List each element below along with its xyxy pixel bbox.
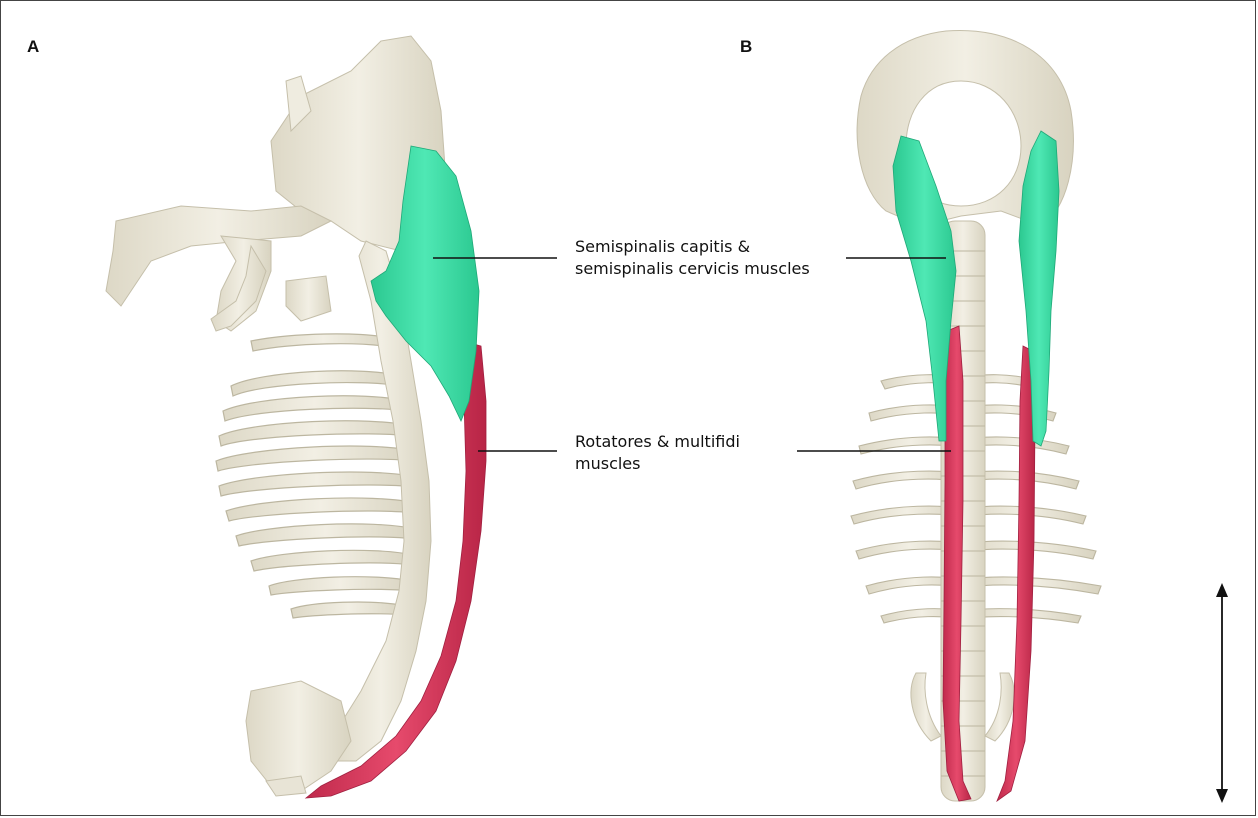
- pelvis-a: [246, 681, 351, 791]
- label-semispinalis-line1: Semispinalis capitis &: [575, 236, 810, 258]
- label-rotatores-multifidi: Rotatores & multifidi muscles: [575, 431, 740, 475]
- panel-label-b: B: [740, 37, 752, 57]
- label-rotatores-line2: muscles: [575, 453, 740, 475]
- scale-bar-double-arrow-icon: [1216, 583, 1228, 803]
- label-rotatores-line1: Rotatores & multifidi: [575, 431, 740, 453]
- leader-lines: [433, 258, 951, 451]
- panel-b-skeleton: [851, 30, 1101, 801]
- panel-label-a: A: [27, 37, 39, 57]
- label-semispinalis: Semispinalis capitis & semispinalis cerv…: [575, 236, 810, 280]
- panel-a-skeleton: [106, 36, 446, 796]
- pelvis-b-right: [985, 673, 1014, 741]
- label-semispinalis-line2: semispinalis cervicis muscles: [575, 258, 810, 280]
- pelvis-b-left: [911, 673, 941, 741]
